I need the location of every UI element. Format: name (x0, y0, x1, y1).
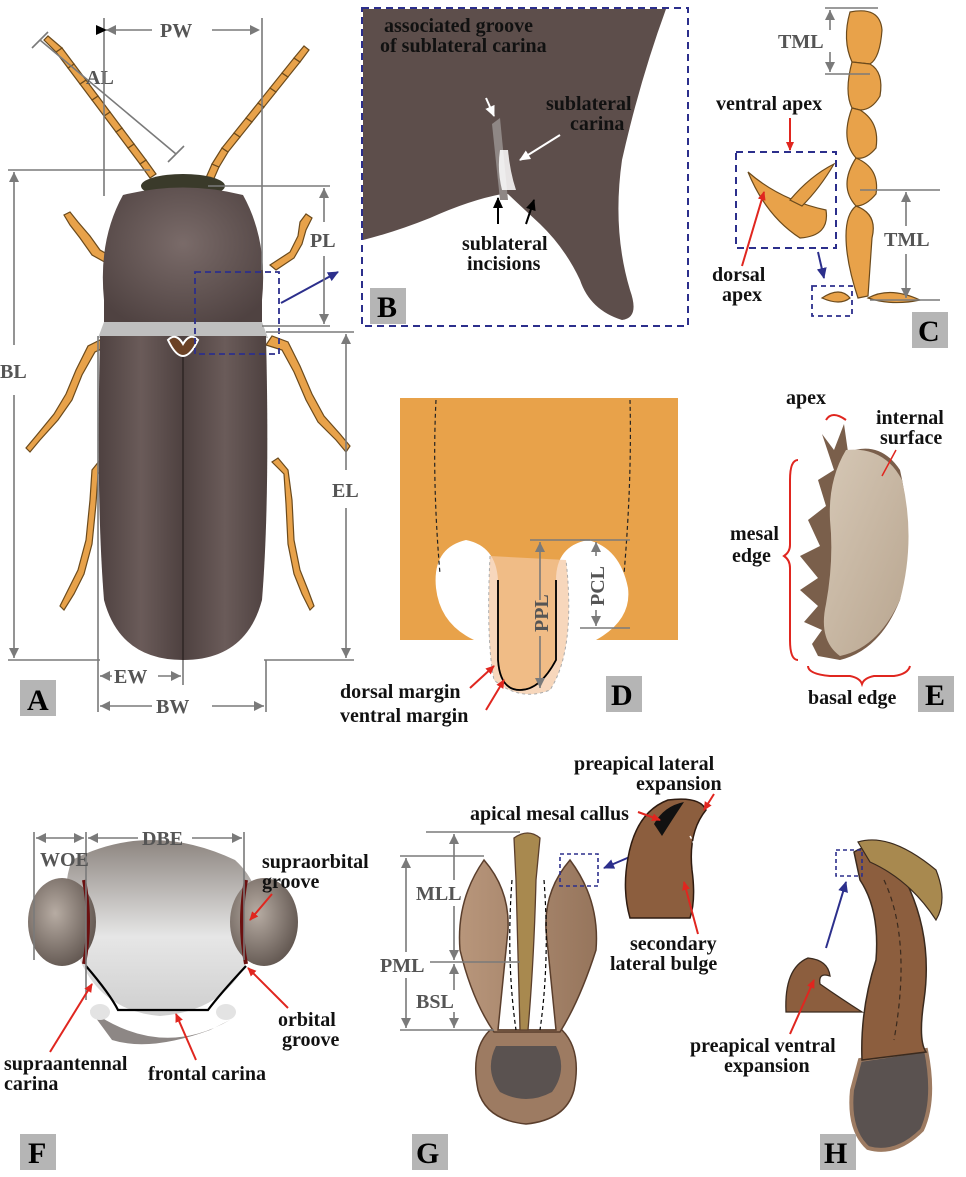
panel-e-mandible: apex internal surface mesal edge basal e… (730, 387, 954, 712)
label-preapical-ventral-1: preapical ventral (690, 1035, 836, 1057)
measure-tml-top: TML (778, 31, 824, 53)
label-dorsal-apex-2: apex (722, 284, 762, 306)
measure-al: AL (86, 67, 114, 89)
mandible-internal-surface (824, 450, 909, 656)
label-supraorbital-groove-1: supraorbital (262, 851, 369, 873)
right-antenna (205, 46, 309, 183)
panel-h-letter: H (824, 1137, 847, 1170)
panel-d-prosternal-process: PPL PCL dorsal margin ventral margin D (340, 398, 678, 727)
panel-d-letter: D (611, 679, 633, 712)
panel-f-head: WOE DBE supraorbital groove orbital groo… (4, 828, 369, 1170)
label-dorsal-apex-1: dorsal (712, 264, 766, 286)
measure-tml-bottom: TML (884, 229, 930, 251)
right-elytron (183, 336, 267, 660)
measure-pw: PW (160, 20, 192, 42)
panel-g-letter: G (416, 1137, 439, 1170)
panel-c-letter: C (918, 315, 940, 348)
label-secondary-bulge-2: lateral bulge (610, 953, 717, 975)
label-preapical-ventral-2: expansion (724, 1055, 810, 1077)
label-associated-groove-1: associated groove (384, 15, 533, 37)
label-mesal-edge-1: mesal (730, 523, 779, 545)
measure-bw: BW (156, 696, 189, 718)
panel-g-aedeagus-dorsal: MLL PML BSL apical mesal callus preapica… (380, 753, 722, 1170)
left-elytron (99, 336, 183, 660)
label-sublateral-incisions-1: sublateral (462, 233, 548, 255)
label-apical-mesal-callus: apical mesal callus (470, 803, 629, 825)
label-internal-surface-1: internal (876, 407, 944, 429)
label-basal-edge: basal edge (808, 687, 896, 709)
panel-b-pronotal-angle: associated groove of sublateral carina s… (362, 8, 688, 326)
label-dorsal-margin: dorsal margin (340, 681, 461, 703)
measure-ew: EW (114, 666, 147, 688)
measure-woe: WOE (40, 849, 89, 871)
label-associated-groove-2: of sublateral carina (380, 35, 547, 57)
label-sublateral-incisions-2: incisions (467, 253, 541, 275)
panel-c-tarsus: TML TML ventral apex dorsal apex C (712, 8, 948, 348)
label-internal-surface-2: surface (880, 427, 942, 449)
basal-piece-lateral (851, 1050, 930, 1150)
measure-pml: PML (380, 955, 424, 977)
label-apex: apex (786, 387, 826, 409)
label-orbital-groove-2: groove (282, 1029, 340, 1051)
label-ventral-margin: ventral margin (340, 705, 468, 727)
measure-pcl: PCL (587, 566, 609, 606)
panel-f-letter: F (28, 1137, 46, 1170)
label-ventral-apex: ventral apex (716, 93, 822, 115)
measure-ppl: PPL (531, 594, 553, 632)
label-orbital-groove-1: orbital (278, 1009, 336, 1031)
panel-e-letter: E (925, 679, 945, 712)
label-preapical-lateral-2: expansion (636, 773, 722, 795)
panel-b-pointer-arrow (281, 272, 338, 303)
label-preapical-lateral-1: preapical lateral (574, 753, 715, 775)
label-secondary-bulge-1: secondary (630, 933, 717, 955)
measure-bl: BL (0, 361, 27, 383)
label-supraantennal-carina-2: carina (4, 1073, 58, 1095)
panel-a-letter: A (27, 684, 49, 717)
label-mesal-edge-2: edge (732, 545, 771, 567)
pronotum-hind-margin (98, 322, 268, 338)
panel-h-aedeagus-lateral: preapical ventral expansion H (690, 840, 942, 1170)
pronotum (103, 188, 263, 329)
median-lobe (514, 833, 540, 1030)
label-supraantennal-carina-1: supraantennal (4, 1053, 128, 1075)
panel-a-habitus: AL PW BL PL (0, 18, 359, 718)
measure-dbe: DBE (142, 828, 183, 850)
label-sublateral-carina-2: carina (570, 113, 624, 135)
label-supraorbital-groove-2: groove (262, 871, 320, 893)
measure-pl: PL (310, 230, 336, 252)
label-frontal-carina: frontal carina (148, 1063, 266, 1085)
measure-el: EL (332, 480, 359, 502)
measure-bsl: BSL (416, 991, 454, 1013)
label-sublateral-carina-1: sublateral (546, 93, 632, 115)
panel-b-letter: B (377, 291, 397, 324)
measure-mll: MLL (416, 883, 462, 905)
preapical-ventral-inset (786, 958, 862, 1012)
